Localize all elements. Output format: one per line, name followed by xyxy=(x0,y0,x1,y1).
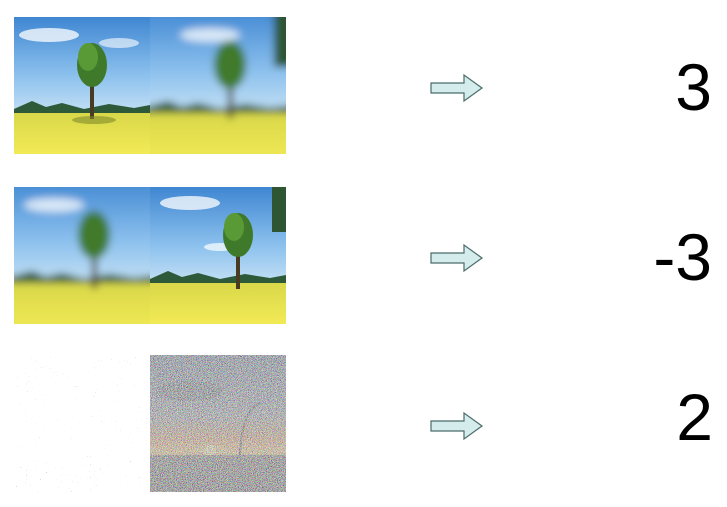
image-pair xyxy=(14,187,286,324)
score-value: 3 xyxy=(675,50,712,124)
comparison-row-3: 2 xyxy=(0,352,727,492)
blurred-landscape-image xyxy=(14,187,150,324)
sharp-landscape-image xyxy=(150,187,286,324)
comparison-row-1: 3 xyxy=(0,14,727,154)
arrow-right-icon xyxy=(430,242,484,274)
sharp-landscape-image xyxy=(14,17,150,154)
score-value: -3 xyxy=(653,220,712,294)
image-pair xyxy=(14,355,286,492)
blurred-landscape-image xyxy=(150,17,286,154)
image-pair xyxy=(14,17,286,154)
arrow-right-icon xyxy=(430,72,484,104)
score-value: 2 xyxy=(676,380,713,454)
arrow-right-icon xyxy=(430,410,484,442)
low-noise-sunset-image xyxy=(14,355,150,492)
comparison-row-2: -3 xyxy=(0,184,727,324)
high-noise-sunset-image xyxy=(150,355,286,492)
